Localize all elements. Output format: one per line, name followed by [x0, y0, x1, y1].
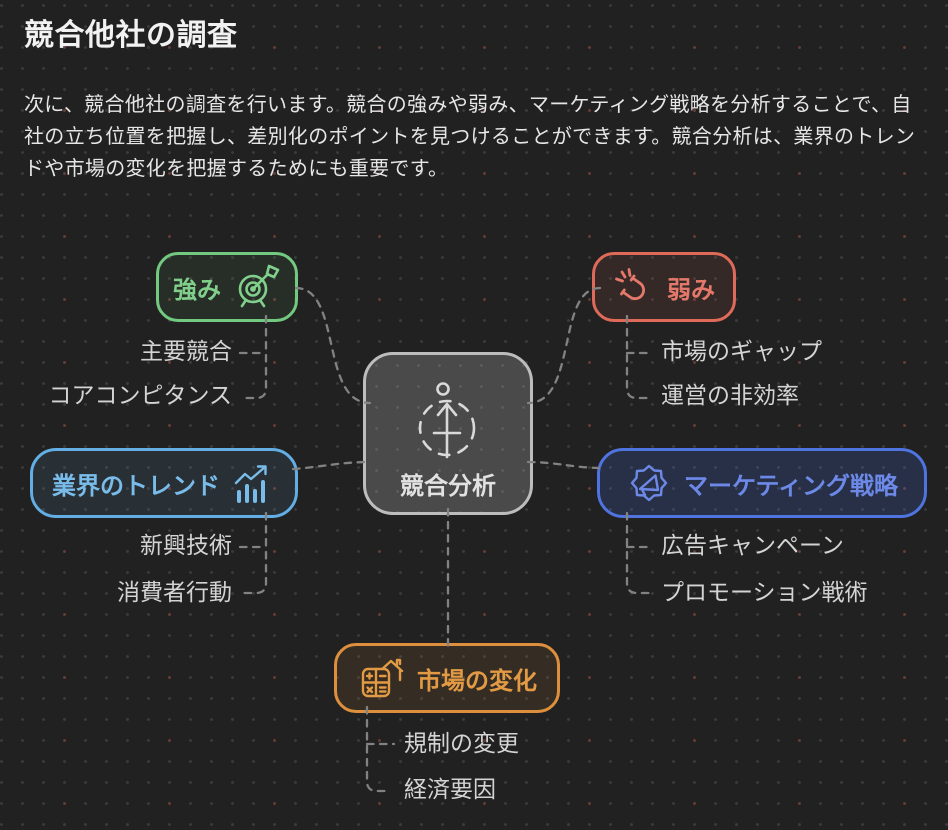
branch-label-weaknesses: 弱み — [667, 275, 715, 304]
center-node-label: 競合分析 — [400, 471, 496, 500]
leaf-major-competitors: 主要競合 — [140, 339, 232, 365]
leaf-market-gaps: 市場のギャップ — [661, 339, 822, 365]
branch-node-market-changes: 市場の変化 — [334, 643, 560, 713]
edge-strengths-center — [294, 286, 372, 405]
leaf-operational-inefficiency: 運営の非効率 — [661, 383, 799, 409]
house-calculator-icon — [361, 658, 404, 698]
edge-weaknesses-center — [526, 286, 602, 405]
center-node-competitor-analysis: 競合分析 — [363, 352, 533, 515]
trend-chart-icon — [234, 465, 267, 503]
branch-node-industry-trends: 業界のトレンド — [30, 448, 298, 518]
megaphone-burst-icon — [630, 464, 668, 502]
intro-paragraph: 次に、競合他社の調査を行います。競合の強みや弱み、マーケティング戦略を分析するこ… — [24, 92, 916, 180]
edge-weaknesses-children — [625, 314, 652, 400]
edge-trends-center — [291, 460, 372, 471]
leaf-regulatory-changes: 規制の変更 — [404, 731, 519, 757]
growth-arrow-icon — [418, 381, 476, 458]
branch-label-industry-trends: 業界のトレンド — [52, 471, 220, 500]
edge-center-marketing — [526, 460, 605, 470]
branch-node-weaknesses: 弱み — [592, 252, 736, 322]
branch-node-strengths: 強み — [156, 252, 298, 322]
branch-node-marketing-strategy: マーケティング戦略 — [597, 448, 927, 518]
edge-market-changes-children — [365, 705, 388, 793]
leaf-promotion-tactics: プロモーション戦術 — [661, 580, 868, 606]
branch-label-strengths: 強み — [173, 275, 221, 304]
leaf-economic-factors: 経済要因 — [404, 777, 496, 803]
leaf-emerging-tech: 新興技術 — [140, 533, 232, 559]
page-title: 競合他社の調査 — [24, 18, 238, 53]
edge-strengths-children — [241, 314, 268, 400]
branch-label-market-changes: 市場の変化 — [417, 666, 537, 695]
edge-marketing-children — [625, 511, 652, 595]
edge-trends-children — [241, 511, 268, 595]
branch-label-marketing-strategy: マーケティング戦略 — [683, 471, 899, 500]
dart-target-icon — [238, 264, 280, 308]
leaf-consumer-behavior: 消費者行動 — [117, 580, 232, 606]
leaf-ad-campaigns: 広告キャンペーン — [661, 533, 844, 559]
leaf-core-competence: コアコンピタンス — [48, 383, 232, 409]
magnet-icon — [615, 268, 645, 301]
